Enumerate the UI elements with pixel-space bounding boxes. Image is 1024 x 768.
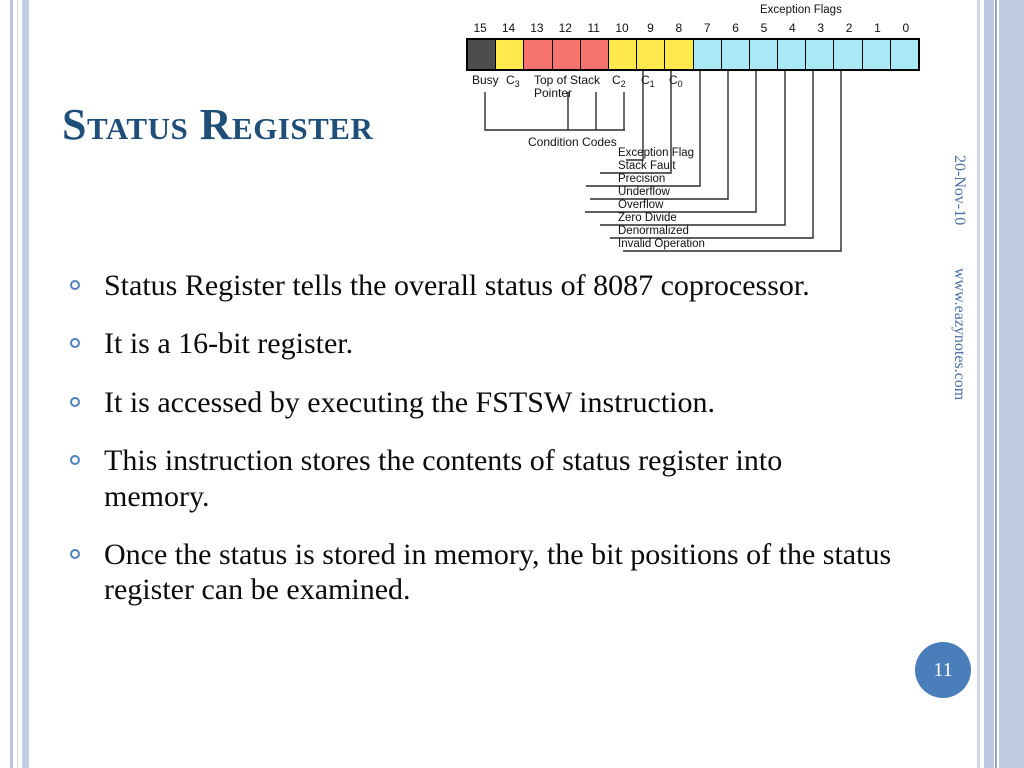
page-number-badge: 11 [915, 642, 971, 698]
left-edge-stripe-outer [10, 0, 13, 768]
field-label-text: C [506, 73, 515, 87]
right-edge-stripe-2 [984, 0, 994, 768]
field-label-text: Busy [472, 73, 499, 87]
register-cell-bit-6 [721, 40, 750, 69]
exception-label-overflow: Overflow [618, 199, 664, 211]
exception-label-stack-fault: Stack Fault [618, 160, 676, 172]
bit-number-1: 1 [874, 21, 881, 35]
register-cell-bit-2 [834, 40, 863, 69]
field-label-subscript: 2 [620, 79, 626, 89]
field-label-top-of-stack-pointer: Top of Stack Pointer [534, 74, 612, 99]
left-edge-stripe-thin [17, 0, 18, 768]
field-label-text: Top of Stack Pointer [534, 73, 601, 100]
bit-number-7: 7 [703, 21, 711, 35]
list-item-text: This instruction stores the contents of … [104, 444, 783, 513]
list-item-text: It is accessed by executing the FSTSW in… [104, 385, 716, 419]
bit-number-4: 4 [788, 21, 796, 35]
field-label-subscript: 1 [649, 79, 655, 89]
right-edge-stripe-4 [999, 0, 1024, 768]
exception-label-exception-flag: Exception Flag [618, 147, 695, 159]
register-cell-bit-3 [806, 40, 835, 69]
bullet-list: Status Register tells the overall status… [62, 268, 892, 608]
condition-codes-label: Condition Codes [528, 135, 617, 149]
field-label-text: C [641, 73, 650, 87]
list-item-text: It is a 16-bit register. [104, 327, 354, 361]
bullet-circle-icon [70, 455, 80, 466]
bit-number-5: 5 [760, 21, 768, 35]
register-cell-bit-11 [580, 40, 609, 69]
register-cell-bit-7 [693, 40, 722, 69]
page-title: Status Register [62, 100, 374, 149]
exception-label-denormalized: Denormalized [618, 225, 689, 237]
bit-number-10: 10 [615, 21, 629, 35]
exception-label-underflow: Underflow [618, 186, 670, 198]
register-cell-bit-10 [608, 40, 638, 69]
register-cell-bit-5 [749, 40, 779, 69]
bit-number-13: 13 [530, 21, 544, 35]
list-item: It is a 16-bit register. [62, 326, 892, 361]
bit-number-9: 9 [647, 21, 654, 35]
slide-url-label: www.eazynotes.com [951, 268, 968, 401]
bit-number-2: 2 [845, 21, 853, 35]
list-item: Status Register tells the overall status… [62, 268, 892, 303]
register-bit-box [466, 38, 920, 71]
register-cell-bit-8 [665, 40, 694, 69]
field-label-busy: Busy [472, 74, 499, 87]
bullet-circle-icon [70, 548, 80, 559]
right-edge-stripe-1 [977, 0, 980, 768]
list-item: Once the status is stored in memory, the… [62, 537, 892, 608]
bullet-circle-icon [70, 280, 80, 290]
bullet-circle-icon [70, 396, 80, 407]
bit-number-14: 14 [501, 21, 516, 35]
register-cell-bit-12 [552, 40, 581, 69]
bit-number-11: 11 [587, 21, 600, 35]
exception-label-precision: Precision [618, 173, 666, 185]
field-label-c3: C3 [506, 73, 520, 89]
exception-label-zero-divide: Zero Divide [618, 212, 677, 224]
register-cell-bit-4 [778, 40, 807, 69]
register-cell-bit-14 [496, 40, 525, 69]
exception-label-invalid-operation: Invalid Operation [618, 238, 705, 250]
field-label-c1: C1 [641, 73, 655, 89]
register-cell-bit-1 [862, 40, 891, 69]
bit-number-12: 12 [558, 21, 572, 35]
register-cell-bit-13 [524, 40, 553, 69]
left-edge-stripe-inner [22, 0, 29, 768]
field-label-subscript: 0 [677, 79, 683, 89]
list-item-text: Status Register tells the overall status… [104, 269, 810, 302]
field-label-c2: C2 [612, 73, 626, 89]
bit-number-15: 15 [473, 21, 487, 35]
list-item: This instruction stores the contents of … [62, 443, 892, 514]
bullet-circle-icon [70, 338, 80, 349]
field-label-text: C [669, 73, 678, 87]
list-item-text: Once the status is stored in memory, the… [104, 537, 892, 607]
bit-number-6: 6 [732, 21, 739, 35]
register-cell-bit-9 [637, 40, 666, 69]
register-cell-bit-0 [890, 40, 918, 69]
bit-number-3: 3 [817, 21, 825, 35]
field-label-subscript: 3 [514, 79, 520, 89]
right-edge-stripe-3 [995, 0, 997, 768]
exception-flags-title: Exception Flags [760, 4, 842, 16]
bit-number-0: 0 [902, 21, 910, 35]
list-item: It is accessed by executing the FSTSW in… [62, 385, 892, 420]
field-label-text: C [612, 73, 621, 87]
register-cell-bit-15 [468, 40, 497, 69]
field-label-c0: C0 [669, 73, 683, 89]
bit-number-8: 8 [675, 21, 683, 35]
